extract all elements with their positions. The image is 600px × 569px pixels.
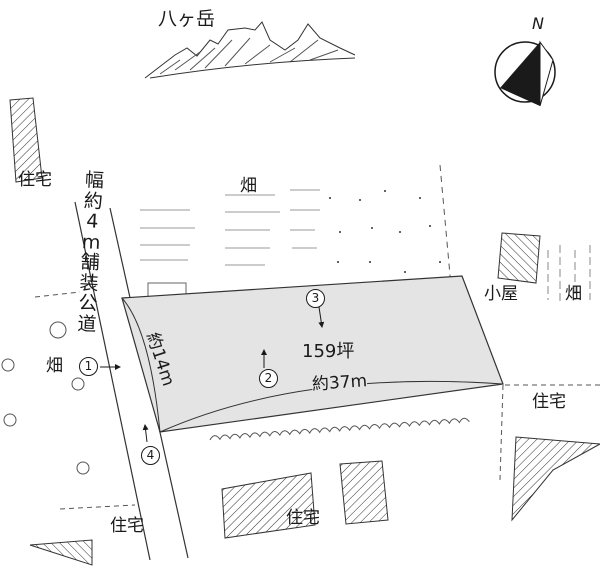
- photo-point-1: 1: [79, 357, 98, 376]
- plot-area-label: 159坪: [302, 341, 355, 362]
- road-label-char: m: [81, 230, 102, 254]
- house-nw-label: 住宅: [18, 170, 52, 190]
- house-east: [511, 436, 600, 522]
- dimension-14m: [121, 297, 161, 433]
- house-nw: [9, 97, 43, 183]
- house-east-label: 住宅: [532, 392, 566, 412]
- road-label-char: 約: [83, 189, 104, 213]
- house-sw-label: 住宅: [110, 516, 144, 536]
- photo-point-2: 2: [259, 369, 278, 388]
- house-sw: [29, 539, 93, 566]
- hut-label: 小屋: [484, 284, 518, 304]
- road-label-char: 幅: [84, 169, 105, 193]
- arrow-4: [142, 424, 149, 443]
- house-south-2: [339, 460, 389, 525]
- field-east-label: 畑: [565, 284, 582, 304]
- mountain-illustration: [144, 21, 356, 79]
- field-west-label: 畑: [46, 356, 63, 376]
- road-label-char: 装: [79, 271, 100, 295]
- house-south-1: [221, 472, 316, 539]
- plot-length-label: 約37m: [311, 371, 368, 395]
- trees: [1, 321, 470, 475]
- road-label-char: 舗: [80, 250, 101, 274]
- photo-point-3: 3: [306, 289, 325, 308]
- road-label-char: 公: [77, 291, 99, 315]
- photo-point-4: 4: [141, 446, 160, 465]
- road-label-char: 道: [76, 312, 98, 336]
- crop-dots: [329, 190, 441, 273]
- road-label-char: 4: [85, 210, 99, 233]
- hut: [497, 232, 541, 284]
- compass-north-label: N: [532, 14, 544, 33]
- north-arrow-icon: [494, 40, 556, 107]
- mountain-label: 八ヶ岳: [158, 8, 216, 30]
- field-north-label: 畑: [240, 176, 257, 196]
- house-south-label: 住宅: [286, 508, 320, 528]
- arrow-3: [318, 306, 325, 328]
